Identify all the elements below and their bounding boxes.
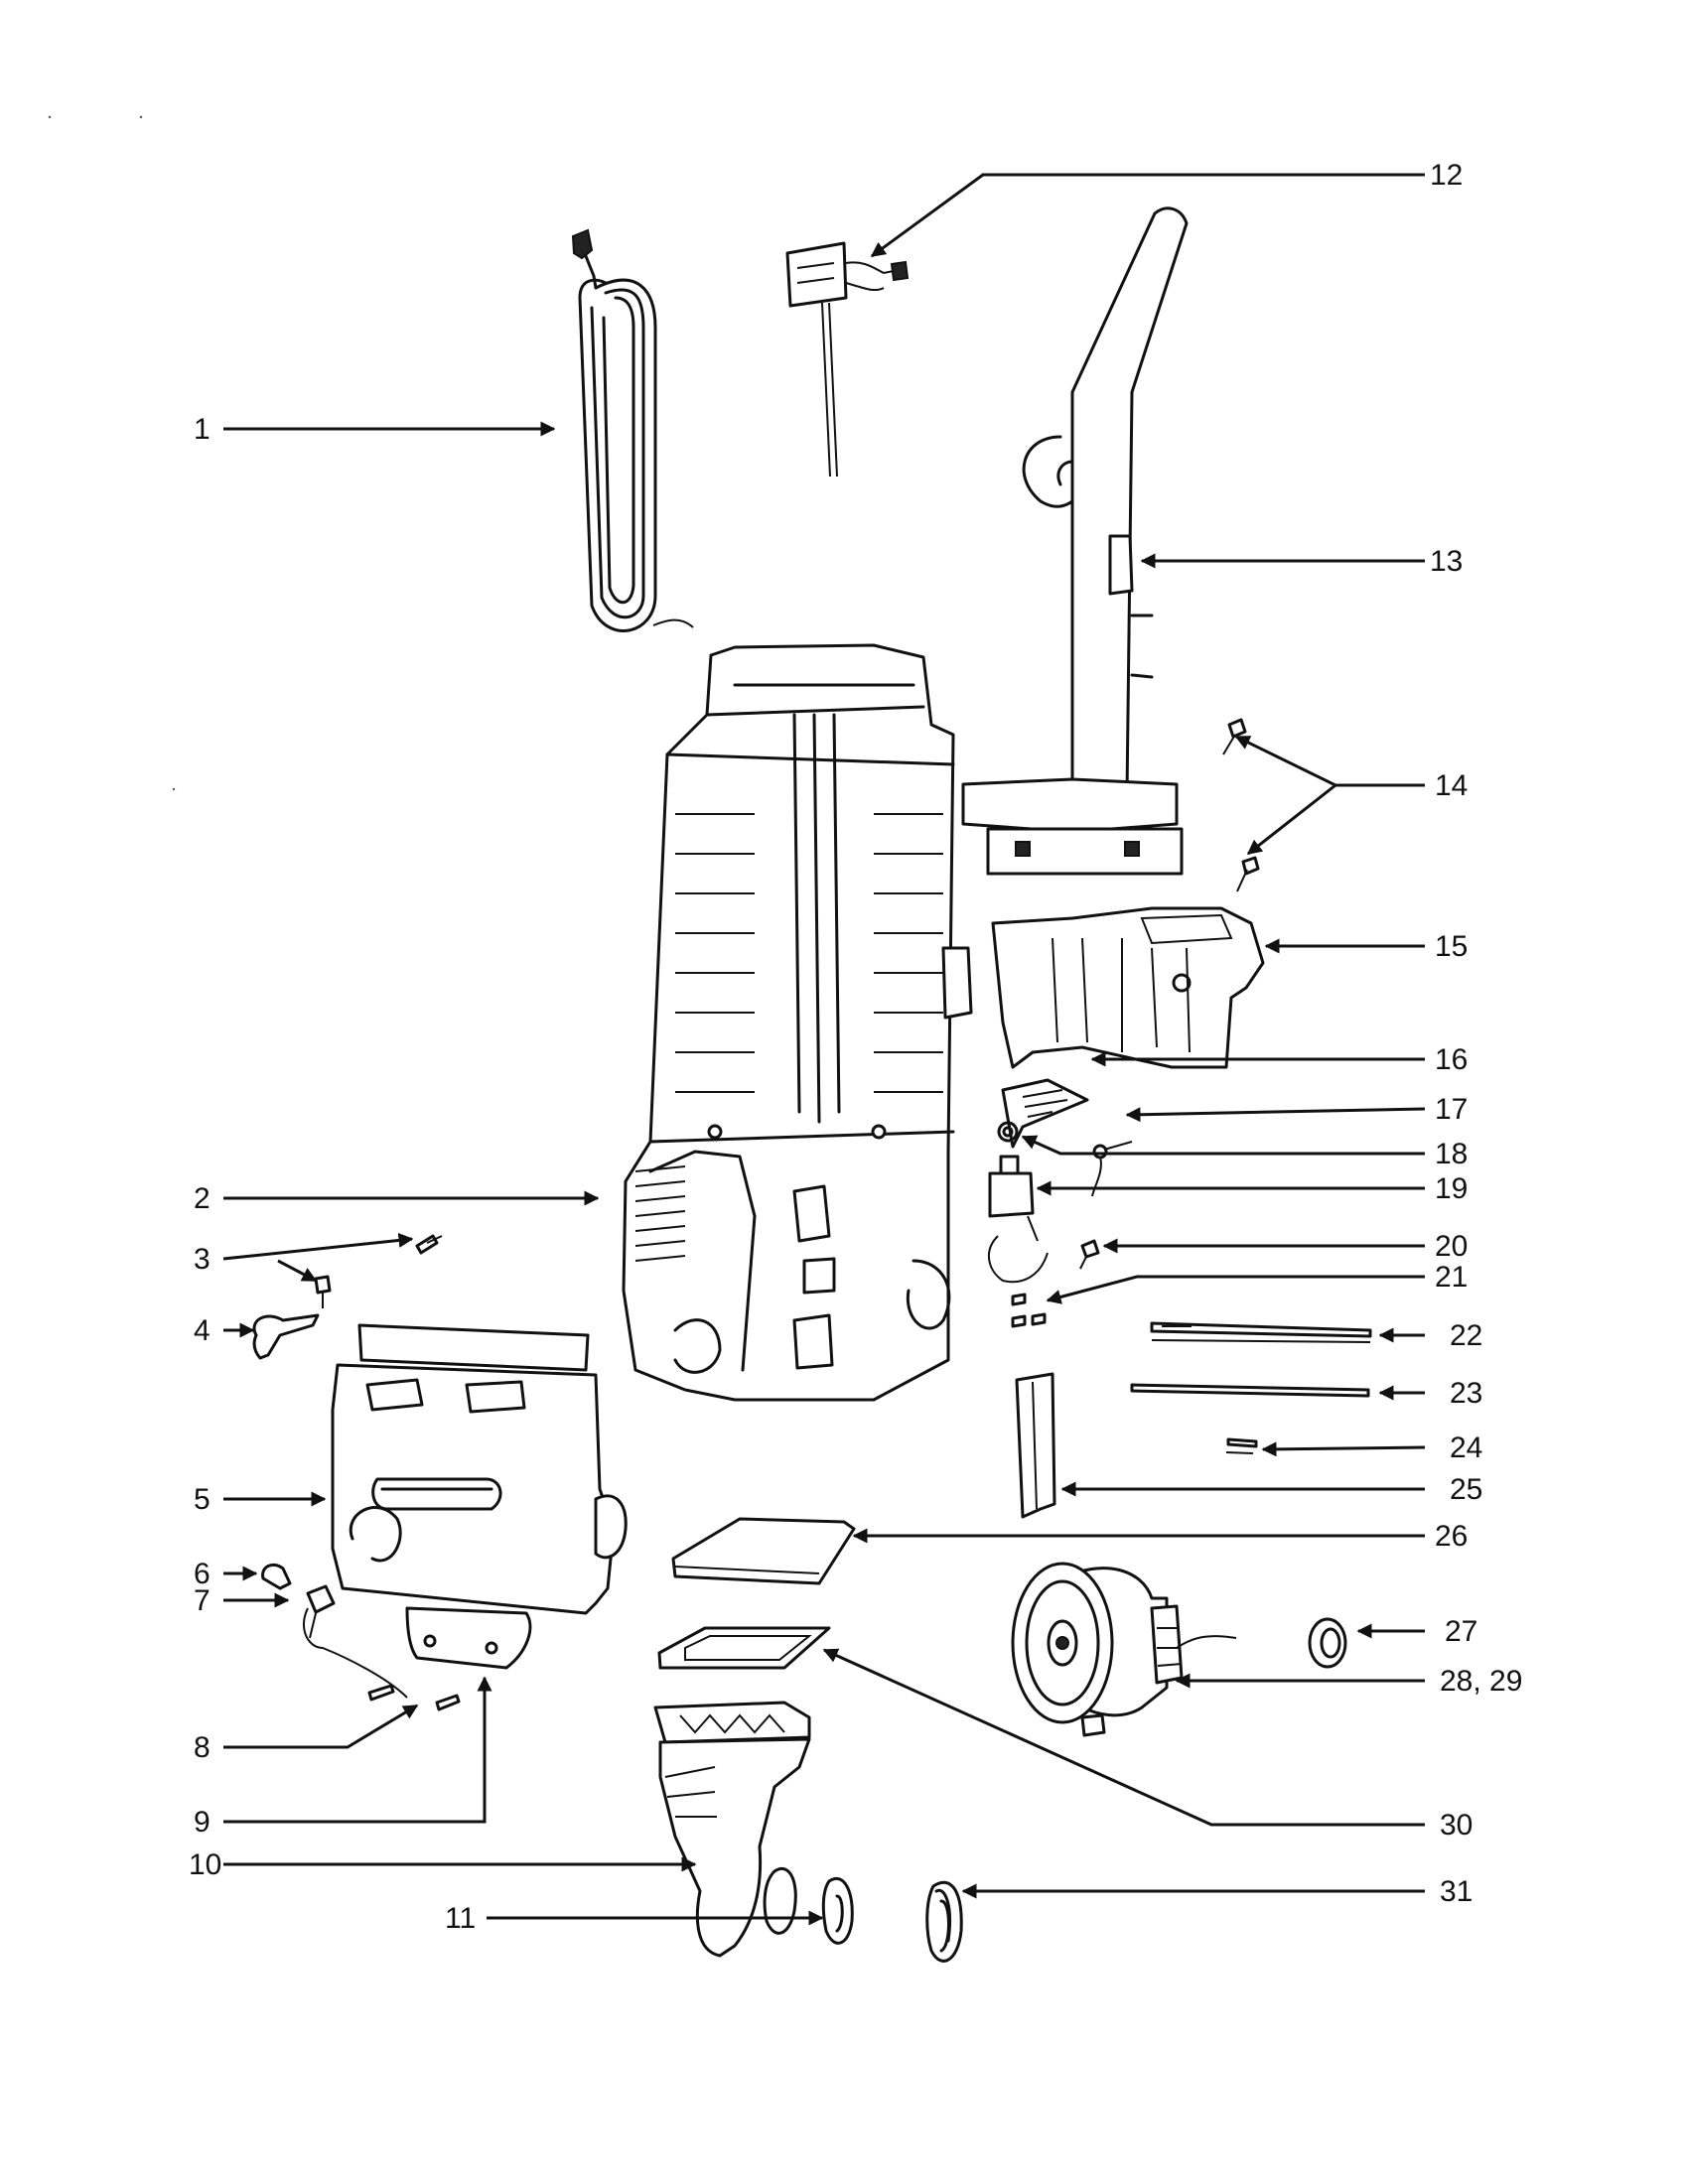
cover-plate-part-9 bbox=[405, 1606, 532, 1670]
callout-numbers: 1 2 3 4 5 6 7 8 9 10 11 12 13 14 15 16 1… bbox=[189, 159, 1522, 1935]
cap-part-27 bbox=[1308, 1617, 1347, 1669]
ring-part-31 bbox=[925, 1880, 963, 1963]
callout-10: 10 bbox=[189, 1848, 221, 1881]
cap-part-6 bbox=[261, 1563, 292, 1590]
callout-17: 17 bbox=[1435, 1093, 1468, 1126]
callout-6: 6 bbox=[194, 1558, 210, 1590]
callout-8: 8 bbox=[194, 1731, 210, 1764]
nut-part-18 bbox=[997, 1121, 1019, 1143]
callout-18: 18 bbox=[1435, 1138, 1468, 1170]
callout-4: 4 bbox=[194, 1314, 210, 1347]
tank-housing-part bbox=[331, 1323, 628, 1615]
callout-1: 1 bbox=[194, 413, 210, 446]
callout-3: 3 bbox=[194, 1243, 210, 1276]
callout-2: 2 bbox=[194, 1182, 210, 1215]
callout-25: 25 bbox=[1450, 1473, 1482, 1506]
ring-part-11 bbox=[821, 1877, 854, 1945]
screws-part-14 bbox=[1222, 718, 1260, 892]
callout-11: 11 bbox=[445, 1902, 476, 1935]
inner-housing-part-15 bbox=[991, 906, 1265, 1069]
switch-part-19 bbox=[988, 1155, 1049, 1284]
pin-part-24 bbox=[1225, 1437, 1258, 1454]
callout-22: 22 bbox=[1450, 1319, 1482, 1352]
clip-part-4 bbox=[252, 1313, 320, 1360]
filter-frame-part-30 bbox=[657, 1626, 831, 1670]
clips-part-21 bbox=[1011, 1293, 1047, 1328]
leader-lines bbox=[222, 173, 1426, 1926]
screws-part-3 bbox=[314, 1234, 443, 1308]
callout-19: 19 bbox=[1435, 1172, 1468, 1205]
callout-14: 14 bbox=[1435, 769, 1468, 802]
callout-26: 26 bbox=[1435, 1520, 1468, 1553]
callout-12: 12 bbox=[1430, 159, 1463, 192]
pins-part-8 bbox=[367, 1684, 461, 1711]
callout-24: 24 bbox=[1450, 1432, 1482, 1464]
rod-part-22 bbox=[1150, 1321, 1372, 1343]
main-body-housing-part bbox=[622, 643, 973, 1402]
filter-plate-part-26 bbox=[671, 1517, 856, 1585]
callout-21: 21 bbox=[1435, 1261, 1468, 1294]
screw-part-20 bbox=[1079, 1239, 1100, 1270]
callout-9: 9 bbox=[194, 1806, 210, 1839]
nozzle-part-7 bbox=[303, 1584, 408, 1699]
motor-part-28-29 bbox=[1011, 1562, 1237, 1737]
circuit-board-part bbox=[785, 241, 910, 478]
callout-16: 16 bbox=[1435, 1043, 1468, 1076]
nozzle-duct-part-10 bbox=[653, 1701, 811, 1958]
callout-13: 13 bbox=[1430, 545, 1463, 578]
callout-7: 7 bbox=[194, 1584, 210, 1617]
power-cord-part bbox=[571, 228, 694, 632]
callout-23: 23 bbox=[1450, 1377, 1482, 1410]
callout-30: 30 bbox=[1440, 1809, 1473, 1842]
callout-28-29: 28, 29 bbox=[1440, 1665, 1522, 1698]
callout-31: 31 bbox=[1440, 1875, 1473, 1908]
rod-part-23 bbox=[1130, 1383, 1370, 1398]
grille-part-16 bbox=[1001, 1078, 1089, 1149]
handle-assembly-part bbox=[961, 206, 1189, 876]
callout-27: 27 bbox=[1445, 1615, 1477, 1648]
bar-part-25 bbox=[1015, 1372, 1056, 1519]
callout-20: 20 bbox=[1435, 1230, 1468, 1263]
callout-5: 5 bbox=[194, 1483, 210, 1516]
callout-15: 15 bbox=[1435, 930, 1468, 963]
